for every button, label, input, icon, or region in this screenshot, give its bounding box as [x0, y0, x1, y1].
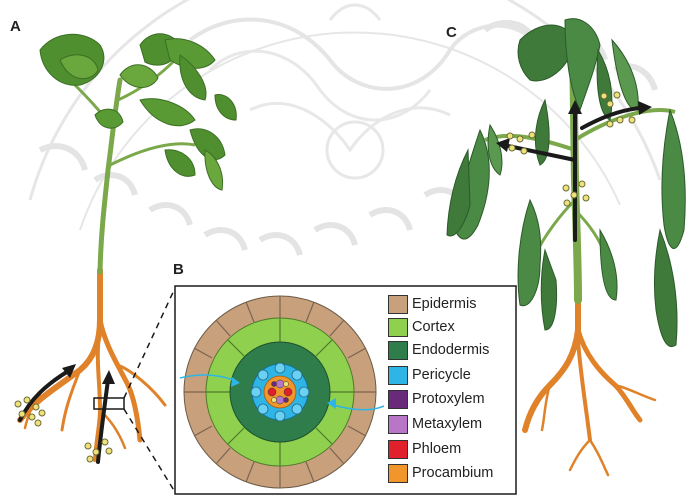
- legend-item: Cortex: [388, 317, 455, 337]
- panel-label-b: B: [173, 261, 184, 278]
- legend-swatch: [388, 390, 408, 409]
- legend-label: Endodermis: [412, 342, 489, 358]
- legend-item: Metaxylem: [388, 414, 482, 434]
- legend-swatch: [388, 318, 408, 337]
- legend-label: Phloem: [412, 441, 461, 457]
- legend-label: Procambium: [412, 465, 493, 481]
- legend-label: Cortex: [412, 319, 455, 335]
- legend-swatch: [388, 415, 408, 434]
- legend-item: Phloem: [388, 439, 461, 459]
- legend-swatch: [388, 295, 408, 314]
- legend-item: Procambium: [388, 463, 493, 483]
- legend-swatch: [388, 464, 408, 483]
- legend-item: Epidermis: [388, 294, 476, 314]
- healthy-plant-roots: [20, 270, 165, 460]
- panel-label-a: A: [10, 18, 21, 35]
- legend-item: Protoxylem: [388, 389, 485, 409]
- legend-item: Endodermis: [388, 340, 489, 360]
- legend-swatch: [388, 440, 408, 459]
- panel-label-c: C: [446, 24, 457, 41]
- legend-label: Pericycle: [412, 367, 471, 383]
- legend-item: Pericycle: [388, 365, 471, 385]
- legend-label: Metaxylem: [412, 416, 482, 432]
- root-arrow-head-center: [102, 370, 115, 384]
- legend-label: Protoxylem: [412, 391, 485, 407]
- legend-label: Epidermis: [412, 296, 476, 312]
- legend-swatch: [388, 366, 408, 385]
- legend-swatch: [388, 341, 408, 360]
